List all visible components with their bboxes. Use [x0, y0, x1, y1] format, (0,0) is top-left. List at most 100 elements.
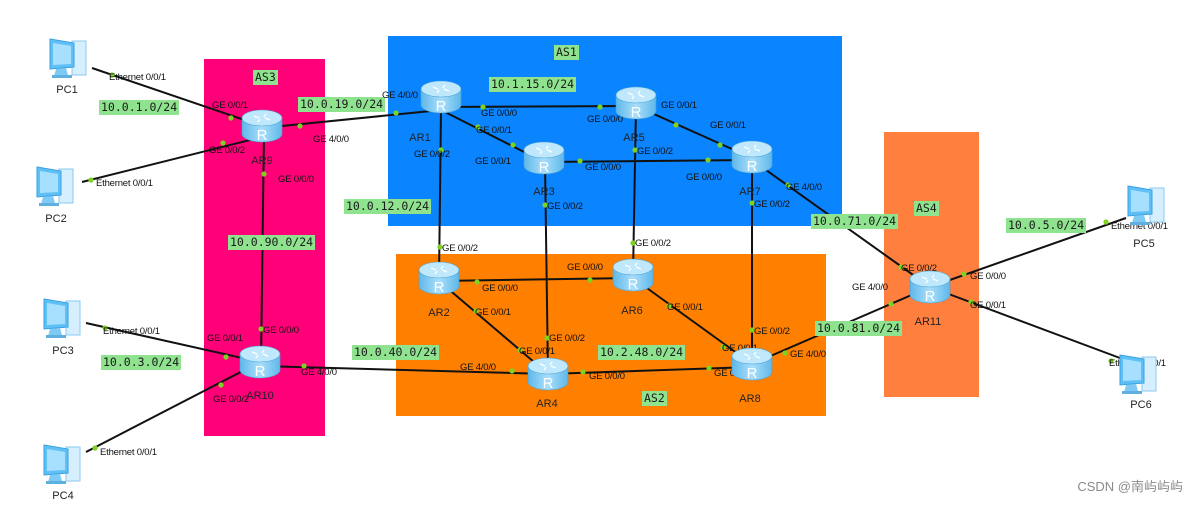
pc-pc5[interactable] [1122, 182, 1170, 228]
port-label: GE 0/0/1 [476, 125, 512, 136]
port-label: GE 0/0/2 [442, 243, 478, 254]
port-label: GE 0/0/1 [970, 300, 1006, 311]
port-label: Ethernet 0/0/1 [103, 326, 160, 337]
link-ar2-ar6 [438, 277, 634, 282]
port-label: GE 0/0/0 [585, 162, 621, 173]
router-label: AR9 [251, 155, 273, 167]
router-icon: R [731, 140, 773, 175]
link-ar1-ar5 [440, 105, 637, 108]
pc-label: PC2 [45, 213, 67, 225]
port-label: Ethernet 0/0/1 [1111, 221, 1168, 232]
router-icon: R [239, 345, 281, 380]
router-ar5[interactable]: R [614, 84, 658, 122]
link-pc1-ar9 [91, 67, 263, 127]
pc-label: PC5 [1133, 238, 1155, 250]
router-ar3[interactable]: R [522, 139, 566, 177]
router-ar4[interactable]: R [526, 355, 570, 393]
port-label: GE 0/0/2 [549, 333, 585, 344]
pc-label: PC4 [52, 490, 74, 502]
router-icon: R [527, 357, 569, 392]
router-label: AR8 [739, 393, 761, 405]
port-label: GE 0/0/1 [519, 346, 555, 357]
port-label: GE 4/0/0 [313, 134, 349, 145]
port-label: GE 0/0/1 [475, 307, 511, 318]
port-label: GE 0/0/0 [970, 271, 1006, 282]
router-ar1[interactable]: R [419, 78, 463, 116]
router-ar6[interactable]: R [611, 256, 655, 294]
link-ar5-ar6 [632, 105, 637, 276]
port-label: GE 4/0/0 [460, 362, 496, 373]
router-ar2[interactable]: R [417, 259, 461, 297]
subnet-label: 10.0.81.0/24 [815, 321, 903, 336]
link-ar2-ar4 [438, 280, 549, 375]
port-label: GE 0/0/1 [667, 302, 703, 313]
router-label: AR11 [914, 316, 942, 328]
pc-icon [1119, 354, 1157, 394]
link-pc4-ar10 [85, 361, 261, 453]
pc-pc4[interactable] [38, 441, 86, 487]
as1-area [388, 36, 842, 226]
link-ar1-ar2 [438, 109, 442, 279]
port-label: GE 0/0/0 [481, 108, 517, 119]
port-label: GE 0/0/0 [587, 114, 623, 125]
port-label: GE 4/0/0 [382, 90, 418, 101]
subnet-label: 10.1.15.0/24 [489, 77, 577, 92]
router-ar7[interactable]: R [730, 138, 774, 176]
router-label: AR2 [428, 307, 450, 319]
pc-pc2[interactable] [31, 163, 79, 209]
pc-pc1[interactable] [44, 35, 92, 81]
port-label: GE 0/0/0 [278, 174, 314, 185]
router-ar11[interactable]: R [908, 268, 952, 306]
port-label: GE 0/0/2 [414, 149, 450, 160]
pc-icon [36, 166, 74, 206]
svg-text:R: R [747, 365, 758, 382]
router-icon: R [418, 261, 460, 296]
port-label: GE 0/0/1 [722, 343, 758, 354]
pc-icon [49, 38, 87, 78]
svg-text:R: R [747, 158, 758, 175]
router-ar8[interactable]: R [730, 345, 774, 383]
port-label: GE 0/0/2 [635, 238, 671, 249]
port-label: Ethernet 0/0/1 [96, 178, 153, 189]
link-pc3-ar10 [85, 322, 261, 363]
svg-text:R: R [631, 104, 642, 121]
link-ar11-pc6 [929, 286, 1129, 362]
svg-text:R: R [434, 279, 445, 296]
port-label: GE 4/0/0 [786, 182, 822, 193]
port-label: Ethernet 0/0/1 [109, 72, 166, 83]
router-icon: R [615, 86, 657, 121]
as-label-as3: AS3 [253, 70, 278, 85]
link-pc2-ar9 [81, 136, 263, 183]
router-label: AR5 [623, 132, 645, 144]
pc-pc3[interactable] [38, 295, 86, 341]
subnet-label: 10.2.48.0/24 [598, 345, 686, 360]
port-label: GE 0/0/1 [475, 156, 511, 167]
pc-icon [1127, 185, 1165, 225]
subnet-label: 10.0.5.0/24 [1006, 218, 1087, 233]
port-label: GE 0/0/2 [213, 394, 249, 405]
port-label: GE 0/0/2 [209, 145, 245, 156]
as-label-as1: AS1 [554, 45, 579, 60]
pc-icon [43, 444, 81, 484]
watermark: CSDN @南屿屿屿 [1077, 479, 1183, 494]
router-ar9[interactable]: R [240, 107, 284, 145]
router-label: AR3 [533, 186, 555, 198]
pc-pc6[interactable] [1114, 351, 1162, 397]
router-icon: R [909, 270, 951, 305]
router-ar10[interactable]: R [238, 343, 282, 381]
port-label: GE 0/0/2 [754, 199, 790, 210]
svg-text:R: R [257, 127, 268, 144]
as-label-as4: AS4 [914, 201, 939, 216]
router-icon: R [612, 258, 654, 293]
svg-text:R: R [925, 288, 936, 305]
subnet-label: 10.0.12.0/24 [344, 199, 432, 214]
subnet-label: 10.0.1.0/24 [99, 100, 180, 115]
svg-text:R: R [436, 98, 447, 115]
svg-text:R: R [539, 159, 550, 176]
subnet-label: 10.0.40.0/24 [352, 345, 440, 360]
port-dots [88, 72, 1114, 451]
subnet-label: 10.0.19.0/24 [298, 97, 386, 112]
router-icon: R [523, 141, 565, 176]
